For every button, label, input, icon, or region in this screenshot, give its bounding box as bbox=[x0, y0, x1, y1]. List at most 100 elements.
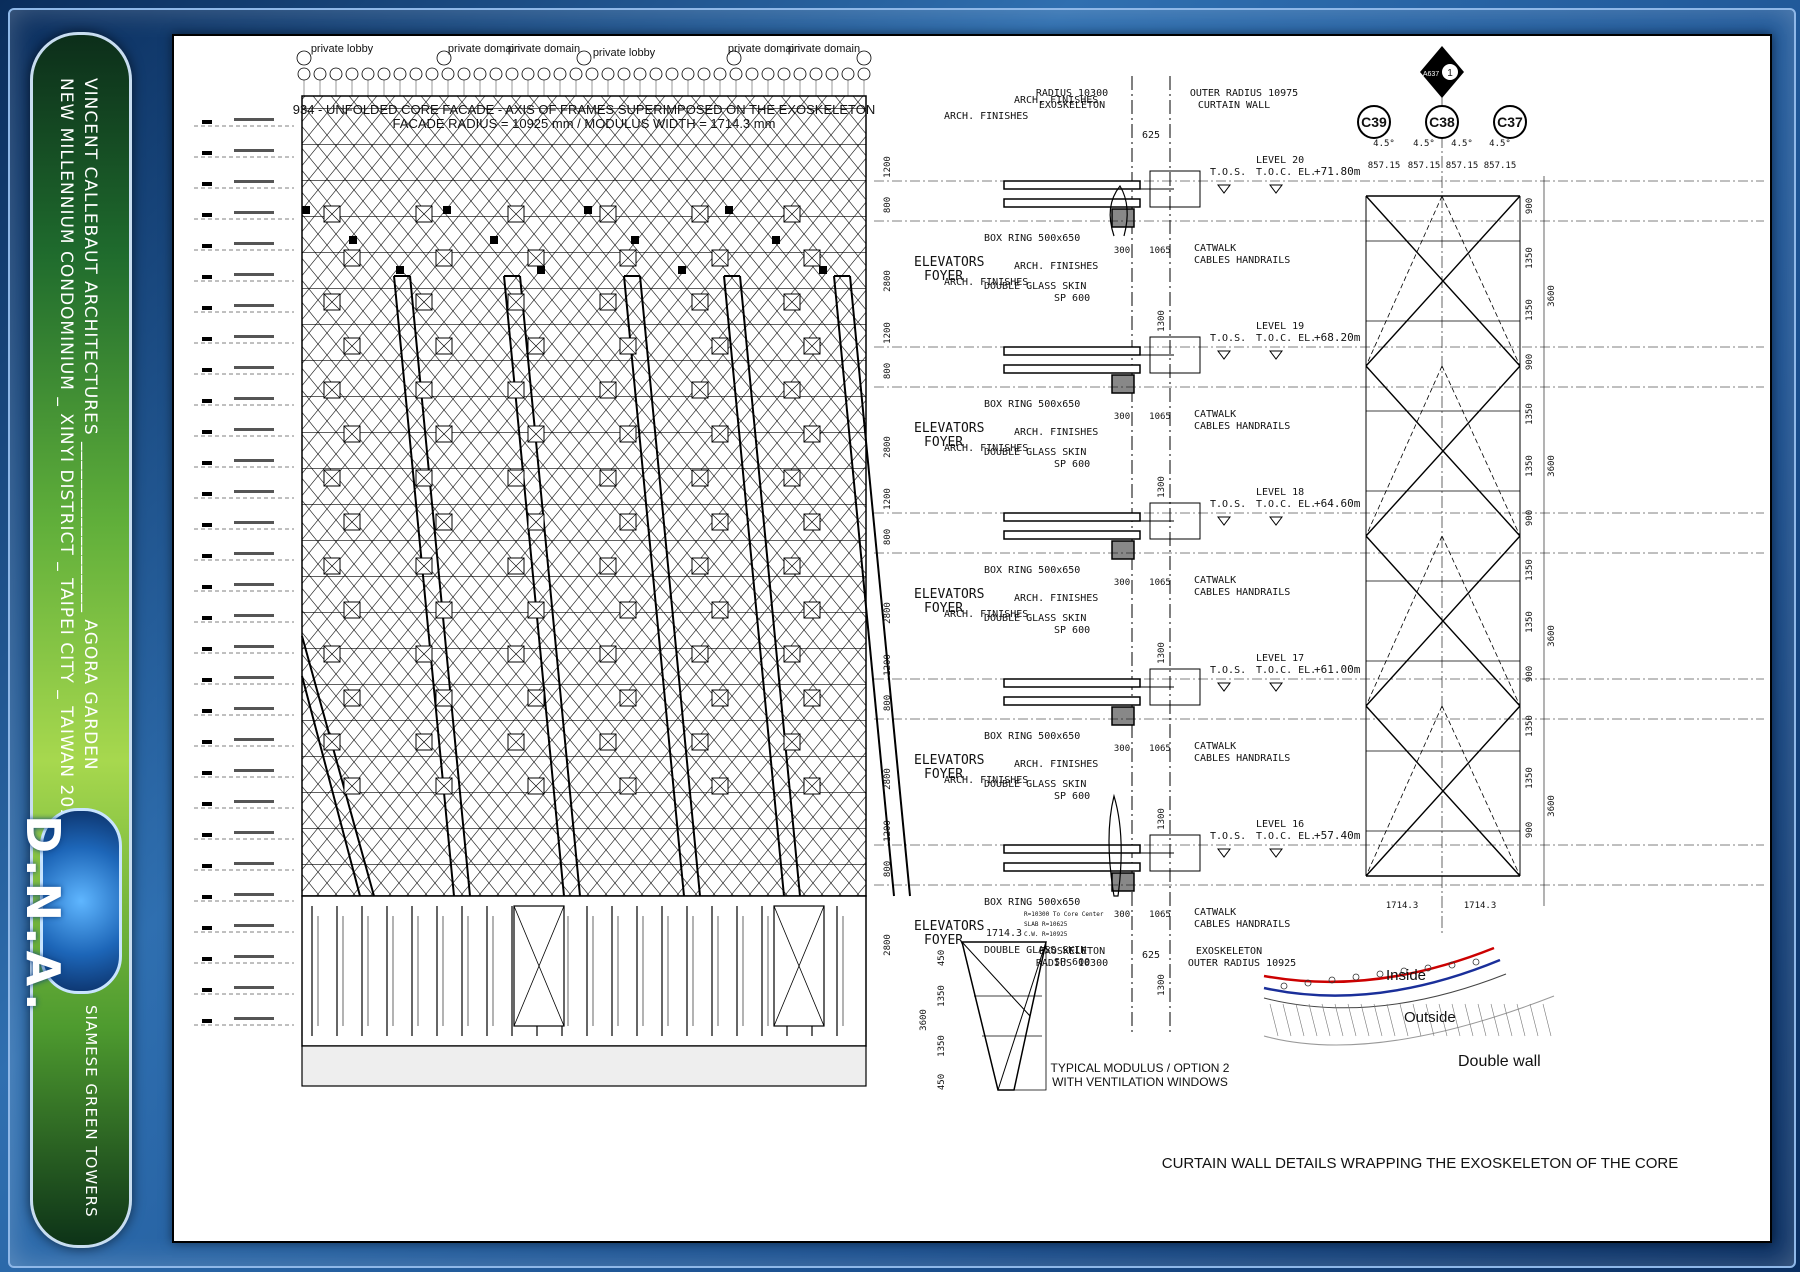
window-x bbox=[619, 689, 637, 707]
axis-bubble bbox=[457, 67, 471, 81]
title-sidebar bbox=[30, 32, 132, 1248]
window-x bbox=[803, 689, 821, 707]
window-x bbox=[691, 381, 709, 399]
hatch-line bbox=[1269, 1003, 1279, 1037]
window-x bbox=[507, 469, 525, 487]
tos-marker bbox=[1217, 350, 1231, 360]
window-x bbox=[691, 645, 709, 663]
sidebar-tagline: SIAMESE GREEN TOWERS bbox=[82, 1005, 100, 1218]
double-glass-label: DOUBLE GLASS SKIN bbox=[984, 613, 1086, 624]
level-tag bbox=[202, 895, 212, 899]
hatch-line bbox=[1282, 1003, 1292, 1037]
arch-finishes-label: ARCH. FINISHES bbox=[944, 443, 1028, 454]
slab-top bbox=[1003, 346, 1141, 356]
window-x bbox=[323, 645, 341, 663]
window-x bbox=[435, 601, 453, 619]
axis-bubble bbox=[377, 67, 391, 81]
window-x bbox=[619, 249, 637, 267]
level-note bbox=[234, 304, 274, 307]
outside-label: Outside bbox=[1404, 1009, 1456, 1026]
dim-label: 2800 bbox=[883, 436, 893, 458]
level-note bbox=[234, 273, 274, 276]
double-glass-label: DOUBLE GLASS SKIN bbox=[984, 945, 1086, 956]
tos-marker bbox=[1217, 516, 1231, 526]
cables-label: CABLES HANDRAILS bbox=[1194, 753, 1290, 764]
level-note bbox=[234, 862, 274, 865]
frame-axis bbox=[623, 275, 685, 897]
level-tag bbox=[202, 616, 212, 620]
level-tag bbox=[202, 740, 212, 744]
level-tag bbox=[202, 988, 212, 992]
frame-dim: 1350 bbox=[1525, 767, 1535, 789]
axis-bubble-major bbox=[726, 50, 742, 66]
frame-axis bbox=[409, 275, 471, 897]
axis-bubble bbox=[665, 67, 679, 81]
column-mark bbox=[1328, 976, 1336, 984]
window-x bbox=[415, 557, 433, 575]
dim-label: 1065 bbox=[1149, 578, 1171, 588]
level-tag bbox=[202, 864, 212, 868]
level-note bbox=[234, 366, 274, 369]
catwalk-label: CATWALK bbox=[1194, 741, 1236, 752]
node-block bbox=[349, 236, 357, 244]
arch-finishes-label: ARCH. FINISHES bbox=[944, 609, 1028, 620]
level-tag bbox=[202, 957, 212, 961]
frame-axis bbox=[301, 675, 361, 897]
elevation-subtitle: FACADE RADIUS = 10925 mm / MODULUS WIDTH… bbox=[393, 116, 776, 131]
grid-axis-bubbles bbox=[296, 50, 872, 96]
curtain-wall-label: CURTAIN WALL bbox=[1198, 100, 1270, 111]
window-x bbox=[711, 337, 729, 355]
modulus-dim: 450 bbox=[937, 1074, 947, 1090]
exoskeleton-frame-axes bbox=[301, 275, 911, 897]
level-note bbox=[234, 149, 274, 152]
hatch-line bbox=[1503, 1003, 1513, 1037]
level-tag bbox=[202, 554, 212, 558]
podium-elevation bbox=[301, 895, 867, 1047]
axis-bubble bbox=[329, 67, 343, 81]
slab-bottom bbox=[1003, 696, 1141, 706]
axis-bubble bbox=[297, 67, 311, 81]
window-x bbox=[803, 249, 821, 267]
core-facade-elevation: 934 - UNFOLDED CORE FACADE - AXIS OF FRA… bbox=[194, 43, 911, 1087]
level-elevation: +64.60m bbox=[1314, 497, 1361, 510]
window-x bbox=[435, 249, 453, 267]
exoskeleton-curve bbox=[1109, 184, 1128, 237]
drawing-canvas: 934 - UNFOLDED CORE FACADE - AXIS OF FRA… bbox=[194, 43, 1764, 1172]
window-x bbox=[507, 293, 525, 311]
window-x bbox=[415, 645, 433, 663]
slab-top bbox=[1003, 180, 1141, 190]
tos-label: T.O.S. bbox=[1210, 333, 1246, 344]
double-wall-label: Double wall bbox=[1458, 1053, 1541, 1070]
sp600-label: SP 600 bbox=[1054, 459, 1090, 470]
frame-dim-total: 3600 bbox=[1547, 455, 1557, 477]
inside-wall-line bbox=[1263, 946, 1495, 984]
level-note bbox=[234, 552, 274, 555]
hatch-line bbox=[1516, 1003, 1526, 1037]
curtain-wall-section: RADIUS 10300 EXOSKELETON OUTER RADIUS 10… bbox=[874, 76, 1764, 1036]
dim-label: 1300 bbox=[1157, 974, 1167, 996]
axis-bubble-major bbox=[436, 50, 452, 66]
frame-dim-total: 3600 bbox=[1547, 625, 1557, 647]
bottom-outer-exo-label: EXOSKELETON bbox=[1196, 946, 1262, 957]
level-tag bbox=[202, 709, 212, 713]
arch-finishes-label: ARCH. FINISHES bbox=[1014, 261, 1098, 272]
window-x bbox=[507, 733, 525, 751]
axis-bubble bbox=[633, 67, 647, 81]
window-x bbox=[343, 337, 361, 355]
dim-label: 800 bbox=[883, 363, 893, 379]
zone-label: private lobby bbox=[593, 47, 656, 59]
slab-bottom bbox=[1003, 364, 1141, 374]
column-mark bbox=[1424, 964, 1432, 972]
note: R=10300 To Core Center bbox=[1024, 911, 1104, 918]
grid-bubble-c37 bbox=[1493, 105, 1527, 139]
arch-finishes-label: ARCH. FINISHES bbox=[944, 111, 1028, 122]
zone-label: private domain bbox=[508, 43, 580, 55]
plan-hatch-edge bbox=[1263, 995, 1555, 1046]
tos-label: T.O.S. bbox=[1210, 167, 1246, 178]
axis-bubble bbox=[361, 67, 375, 81]
window-x bbox=[803, 513, 821, 531]
level-note bbox=[234, 645, 274, 648]
level-note bbox=[234, 831, 274, 834]
